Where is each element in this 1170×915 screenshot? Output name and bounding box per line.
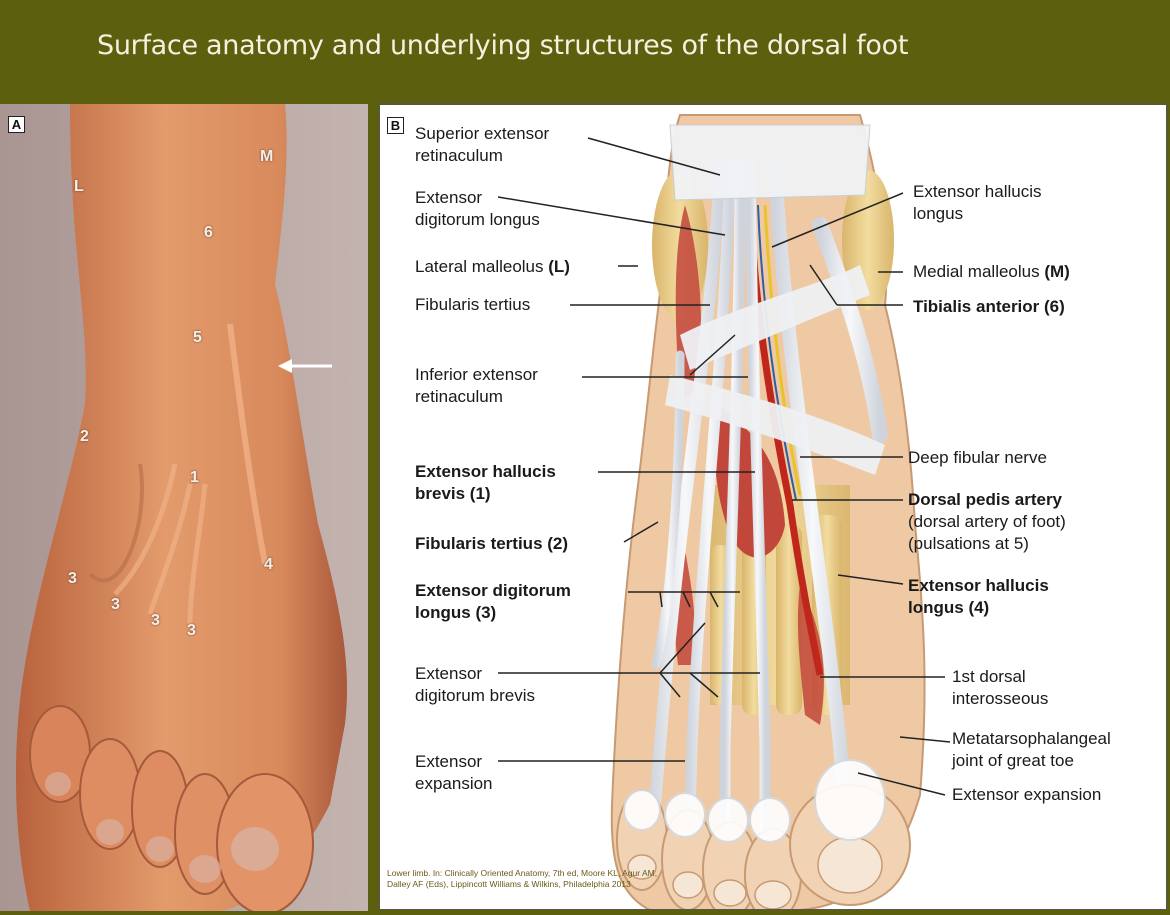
label-fibularis-tertius-2: Fibularis tertius (2) — [415, 534, 569, 553]
panel-a-photo: A L M 6 5 2 1 3 3 3 3 4 — [0, 104, 368, 911]
foot-silhouette — [15, 104, 347, 911]
marker-5: 5 — [193, 329, 202, 346]
marker-4: 4 — [264, 556, 273, 573]
label-fibularis-tertius-top: Fibularis tertius — [415, 295, 531, 314]
panel-a-tag: A — [8, 116, 25, 133]
marker-3d: 3 — [187, 622, 196, 639]
marker-1: 1 — [190, 469, 199, 486]
citation: Lower limb. In: Clinically Oriented Anat… — [387, 868, 658, 889]
inferior-extensor-retinaculum — [665, 375, 885, 475]
panel-b-tag: B — [387, 117, 404, 134]
label-medial-malleolus: Medial malleolus (M) — [913, 262, 1070, 281]
marker-3b: 3 — [111, 596, 120, 613]
label-tibialis-anterior: Tibialis anterior (6) — [913, 297, 1065, 316]
marker-6: 6 — [204, 224, 213, 241]
marker-2: 2 — [80, 428, 89, 445]
leader-lines — [497, 137, 951, 796]
header-bar: Surface anatomy and underlying structure… — [0, 0, 1170, 100]
dorsal-foot-illustration — [497, 114, 951, 910]
marker-lateral: L — [74, 178, 84, 195]
label-lateral-malleolus: Lateral malleolus (L) — [415, 257, 570, 276]
marker-3c: 3 — [151, 612, 160, 629]
foot-photo-illustration — [0, 104, 368, 911]
label-deep-fibular-nerve: Deep fibular nerve — [908, 448, 1047, 467]
superior-extensor-retinaculum — [669, 124, 871, 201]
label-extensor-expansion-right: Extensor expansion — [952, 785, 1102, 804]
deep-fibular-nerve — [763, 204, 802, 496]
marker-3a: 3 — [68, 570, 77, 587]
label-dorsal-pedis-artery: Dorsal pedis artery (dorsal artery of fo… — [908, 490, 1066, 553]
page-title: Surface anatomy and underlying structure… — [97, 30, 909, 61]
marker-medial: M — [260, 148, 274, 165]
